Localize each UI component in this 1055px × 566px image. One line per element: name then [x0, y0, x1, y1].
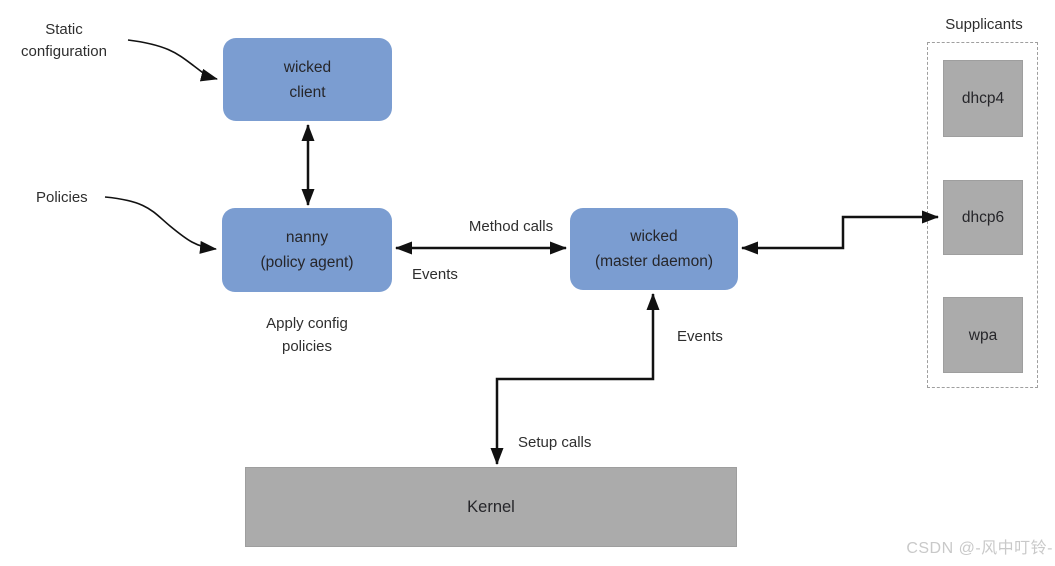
node-kernel: Kernel — [245, 467, 737, 547]
supplicant-wpa-label: wpa — [968, 326, 998, 344]
label-static-configuration: Static configuration — [6, 19, 122, 63]
node-nanny-label-line1: nanny — [285, 229, 329, 246]
label-apply-config-line1: Apply config — [266, 315, 348, 332]
supplicant-wpa: wpa — [943, 297, 1023, 373]
node-wicked-client-label-line1: wicked — [283, 58, 332, 76]
label-apply-config-line2: policies — [281, 338, 333, 355]
supplicant-dhcp6-label: dhcp6 — [961, 209, 1005, 226]
node-wicked-master-label-line1: wicked — [630, 228, 678, 245]
supplicant-dhcp4: dhcp4 — [943, 60, 1023, 137]
node-wicked-client-label-line2: client — [289, 83, 326, 101]
label-policies: Policies — [36, 189, 88, 206]
label-static-configuration-line2: configuration — [21, 43, 107, 60]
node-wicked-client: wicked client — [223, 38, 392, 121]
arrow-static-configuration — [127, 39, 218, 82]
arrow-policies — [104, 196, 217, 254]
label-events-kernel: Events — [677, 328, 723, 345]
node-nanny-label-line2: (policy agent) — [260, 254, 354, 271]
label-events-nanny: Events — [412, 266, 458, 283]
node-nanny: nanny (policy agent) — [222, 208, 392, 292]
watermark-text: CSDN @-风中叮铃- — [906, 540, 1053, 557]
label-setup-calls: Setup calls — [518, 434, 592, 451]
node-wicked-master-daemon: wicked (master daemon) — [570, 208, 738, 290]
label-supplicants: Supplicants — [945, 16, 1023, 33]
node-wicked-master-label-line2: (master daemon) — [594, 253, 713, 270]
supplicant-dhcp6: dhcp6 — [943, 180, 1023, 255]
label-apply-config-policies: Apply config policies — [232, 312, 382, 358]
node-kernel-label: Kernel — [467, 497, 515, 516]
supplicant-dhcp4-label: dhcp4 — [961, 90, 1005, 107]
label-static-configuration-line1: Static — [45, 21, 83, 38]
label-method-calls: Method calls — [468, 218, 554, 235]
arrow-master-dhcp6 — [741, 210, 939, 255]
